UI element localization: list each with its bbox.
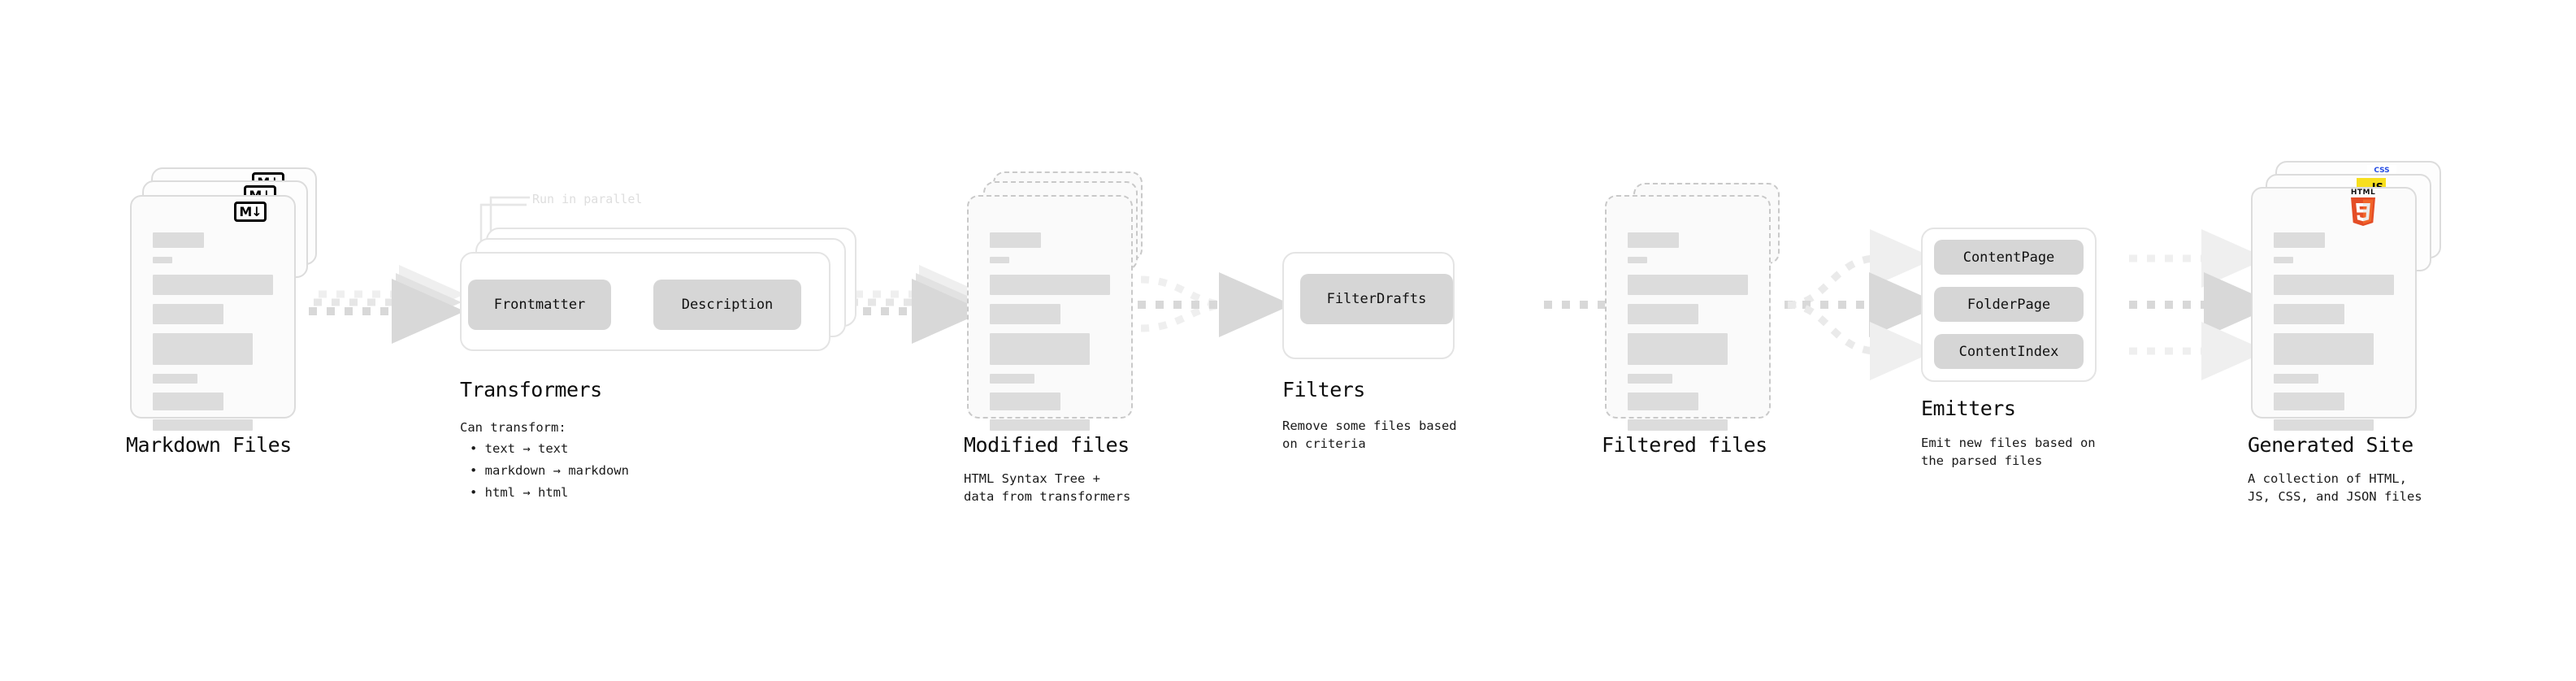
content-bar-p5	[990, 393, 1061, 410]
transformer-pill-frontmatter[interactable]: Frontmatter	[468, 280, 611, 330]
modified-card-front[interactable]	[967, 195, 1133, 431]
emitters-pill-folderpage[interactable]: FolderPage	[1934, 287, 2084, 322]
filters-title: Filters	[1282, 378, 1365, 401]
content-bar-p5	[1628, 393, 1699, 410]
content-bar-p3	[2274, 333, 2374, 365]
markdown-card-front[interactable]	[130, 195, 296, 431]
emitters-pill-contentpage[interactable]: ContentPage	[1934, 240, 2084, 275]
site-card-content	[2274, 232, 2394, 440]
emitters-subtitle: Emit new files based on the parsed files	[1921, 436, 2096, 468]
content-bar-sub	[990, 257, 1009, 263]
transformers-title: Transformers	[460, 378, 602, 401]
transformers-bullet-2: • html → html	[470, 485, 569, 500]
content-bar-p4	[990, 374, 1034, 384]
markdown-card-content	[153, 232, 273, 440]
content-bar-title	[1628, 232, 1679, 248]
transformers-bullet-0: • text → text	[470, 441, 569, 456]
filters-subtitle: Remove some files based on criteria	[1282, 419, 1457, 451]
content-bar-p4	[153, 374, 197, 384]
html5-icon: HTML	[2347, 189, 2379, 228]
modified-files-subtitle: HTML Syntax Tree + data from transformer…	[964, 471, 1131, 504]
content-bar-p2	[1628, 304, 1699, 324]
content-bar-p1	[153, 275, 273, 295]
content-bar-p3	[990, 333, 1090, 365]
connector-markdown-to-transformers	[309, 265, 465, 344]
modified-files-title: Modified files	[964, 433, 1130, 457]
content-bar-p4	[2274, 374, 2318, 384]
connector-emitters-to-site	[2129, 229, 2277, 380]
content-bar-p2	[990, 304, 1061, 324]
transformers-subtitle: Can transform:	[460, 420, 566, 435]
transformers-bullet-1: • markdown → markdown	[470, 463, 629, 478]
modified-card-content	[990, 232, 1110, 440]
content-bar-p4	[1628, 374, 1672, 384]
connector-filtered-to-emitters	[1785, 229, 1942, 380]
site-card-front[interactable]	[2251, 187, 2417, 431]
connector-modified-to-filters	[1138, 272, 1292, 337]
content-bar-sub	[2274, 257, 2293, 263]
markdown-icon: M↓	[234, 202, 267, 222]
filters-pill-filterdrafts[interactable]: FilterDrafts	[1300, 274, 1453, 324]
content-bar-p1	[990, 275, 1110, 295]
content-bar-sub	[153, 257, 172, 263]
generated-site-subtitle: A collection of HTML, JS, CSS, and JSON …	[2248, 471, 2422, 504]
content-bar-sub	[1628, 257, 1647, 263]
content-bar-p6	[153, 419, 253, 431]
filtered-card-content	[1628, 232, 1748, 440]
content-bar-p1	[1628, 275, 1748, 295]
content-bar-p6	[1628, 419, 1728, 431]
content-bar-p1	[2274, 275, 2394, 295]
emitters-pill-contentindex[interactable]: ContentIndex	[1934, 334, 2084, 369]
content-bar-title	[990, 232, 1041, 248]
generated-site-title: Generated Site	[2248, 433, 2413, 457]
content-bar-p6	[990, 419, 1090, 431]
content-bar-p5	[2274, 393, 2345, 410]
transformer-pill-description[interactable]: Description	[653, 280, 801, 330]
content-bar-p5	[153, 393, 224, 410]
content-bar-p2	[153, 304, 224, 324]
emitters-title: Emitters	[1921, 397, 2016, 420]
content-bar-title	[2274, 232, 2325, 248]
run-in-parallel-label: Run in parallel	[532, 192, 643, 206]
content-bar-p2	[2274, 304, 2345, 324]
markdown-files-title: Markdown Files	[126, 433, 292, 457]
content-bar-p6	[2274, 419, 2374, 431]
html5-wordmark: HTML	[2350, 189, 2376, 197]
filtered-files-title: Filtered files	[1602, 433, 1767, 457]
content-bar-p3	[1628, 333, 1728, 365]
content-bar-title	[153, 232, 204, 248]
filtered-card-front[interactable]	[1605, 195, 1771, 431]
html5-shield	[2351, 197, 2375, 226]
content-bar-p3	[153, 333, 253, 365]
